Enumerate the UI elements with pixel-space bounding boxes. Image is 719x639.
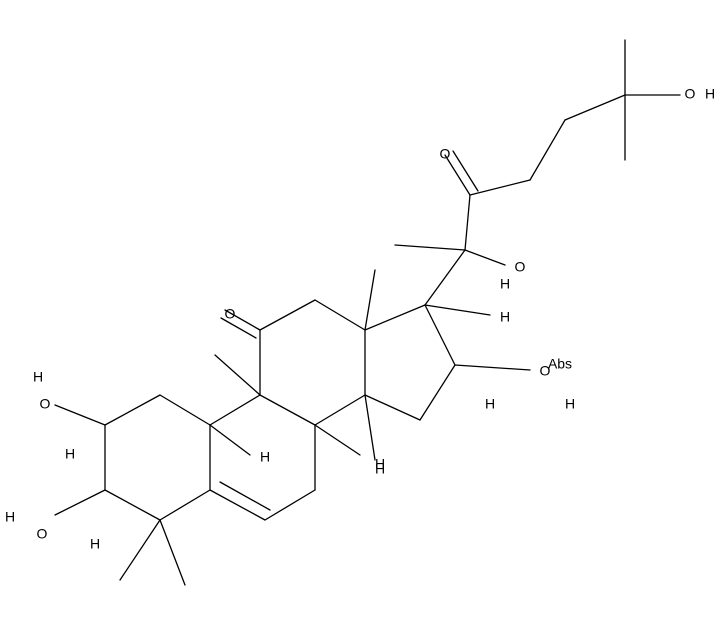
atom-label-o16: O	[540, 363, 551, 379]
atom-label-h16b: H	[485, 396, 495, 412]
atom-label-h8: H	[375, 456, 385, 472]
atom-label-h3b: H	[5, 509, 15, 525]
atom-label-h25: H	[705, 86, 715, 102]
atom-label-h2: H	[65, 446, 75, 462]
bond-skeleton	[54, 39, 681, 586]
atom-label-h17: H	[500, 309, 510, 325]
atom-label-o25: O	[685, 86, 696, 102]
atom-label-o3a: O	[40, 396, 51, 412]
atom-label-h14: H	[375, 461, 385, 477]
atom-labels: O H H O H H O O O H O H Abs O H H H H H …	[5, 86, 715, 552]
atom-label-o3b: O	[37, 526, 48, 542]
atom-label-h16: H	[565, 396, 575, 412]
atom-label-abs: Abs	[548, 356, 572, 372]
atom-label-o11: O	[225, 306, 236, 322]
atom-label-h3a: H	[33, 369, 43, 385]
atom-label-h10: H	[260, 449, 270, 465]
atom-label-o20: O	[515, 259, 526, 275]
atom-label-o22: O	[440, 146, 451, 162]
atom-label-h3: H	[90, 536, 100, 552]
atom-label-h20: H	[500, 276, 510, 292]
